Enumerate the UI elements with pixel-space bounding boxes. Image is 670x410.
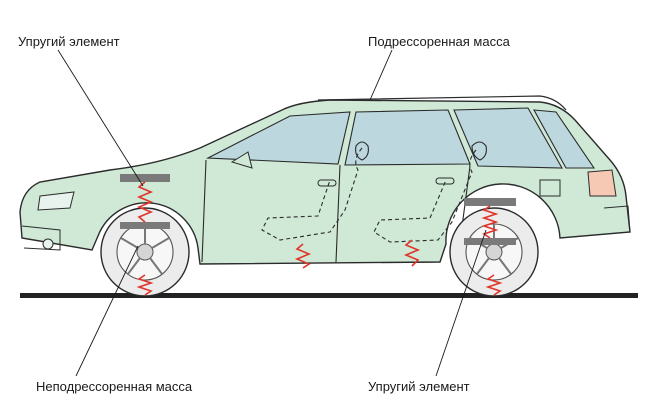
side-mirror bbox=[230, 151, 253, 169]
front-lower-plate bbox=[120, 222, 170, 229]
rear-seat-spring bbox=[403, 239, 421, 267]
rear-tire-spring bbox=[485, 274, 503, 296]
roof-rail bbox=[317, 95, 567, 111]
rear-door-window bbox=[453, 107, 563, 169]
headrest-front bbox=[355, 141, 369, 161]
front-seat-outline bbox=[261, 147, 363, 241]
label-elastic-element-bottom: Упругий элемент bbox=[368, 379, 470, 394]
rear-plate bbox=[539, 179, 561, 197]
rear-seat-outline bbox=[373, 149, 477, 243]
label-unsprung-mass: Неподрессоренная масса bbox=[36, 379, 193, 394]
front-upper-plate bbox=[120, 174, 170, 182]
front-door-window bbox=[344, 109, 471, 166]
label-sprung-mass: Подрессоренная масса bbox=[368, 34, 510, 49]
label-elastic-element-top: Упругий элемент bbox=[18, 34, 120, 49]
rear-bumper bbox=[603, 205, 631, 233]
rear-upper-plate bbox=[464, 198, 516, 206]
headrest-rear bbox=[471, 141, 487, 161]
front-bumper bbox=[21, 225, 61, 251]
leader-sprung-mass bbox=[369, 49, 393, 101]
leader-elastic-bottom bbox=[435, 229, 487, 377]
rear-door-handle bbox=[435, 177, 455, 185]
front-tire-spring bbox=[136, 274, 154, 296]
windshield bbox=[205, 111, 351, 165]
rear-quarter-window bbox=[533, 109, 596, 169]
ground-line bbox=[20, 293, 638, 298]
rear-body-spring bbox=[481, 205, 499, 239]
leader-unsprung-mass bbox=[75, 245, 139, 377]
fog-light bbox=[42, 238, 54, 250]
headlight bbox=[37, 191, 75, 211]
leader-elastic-top bbox=[57, 49, 144, 187]
taillight bbox=[587, 169, 617, 197]
front-body-spring bbox=[136, 181, 154, 223]
front-wheel bbox=[100, 207, 190, 297]
rear-lower-plate bbox=[464, 238, 516, 245]
front-door-handle bbox=[317, 179, 337, 187]
front-seat-spring bbox=[294, 243, 312, 269]
